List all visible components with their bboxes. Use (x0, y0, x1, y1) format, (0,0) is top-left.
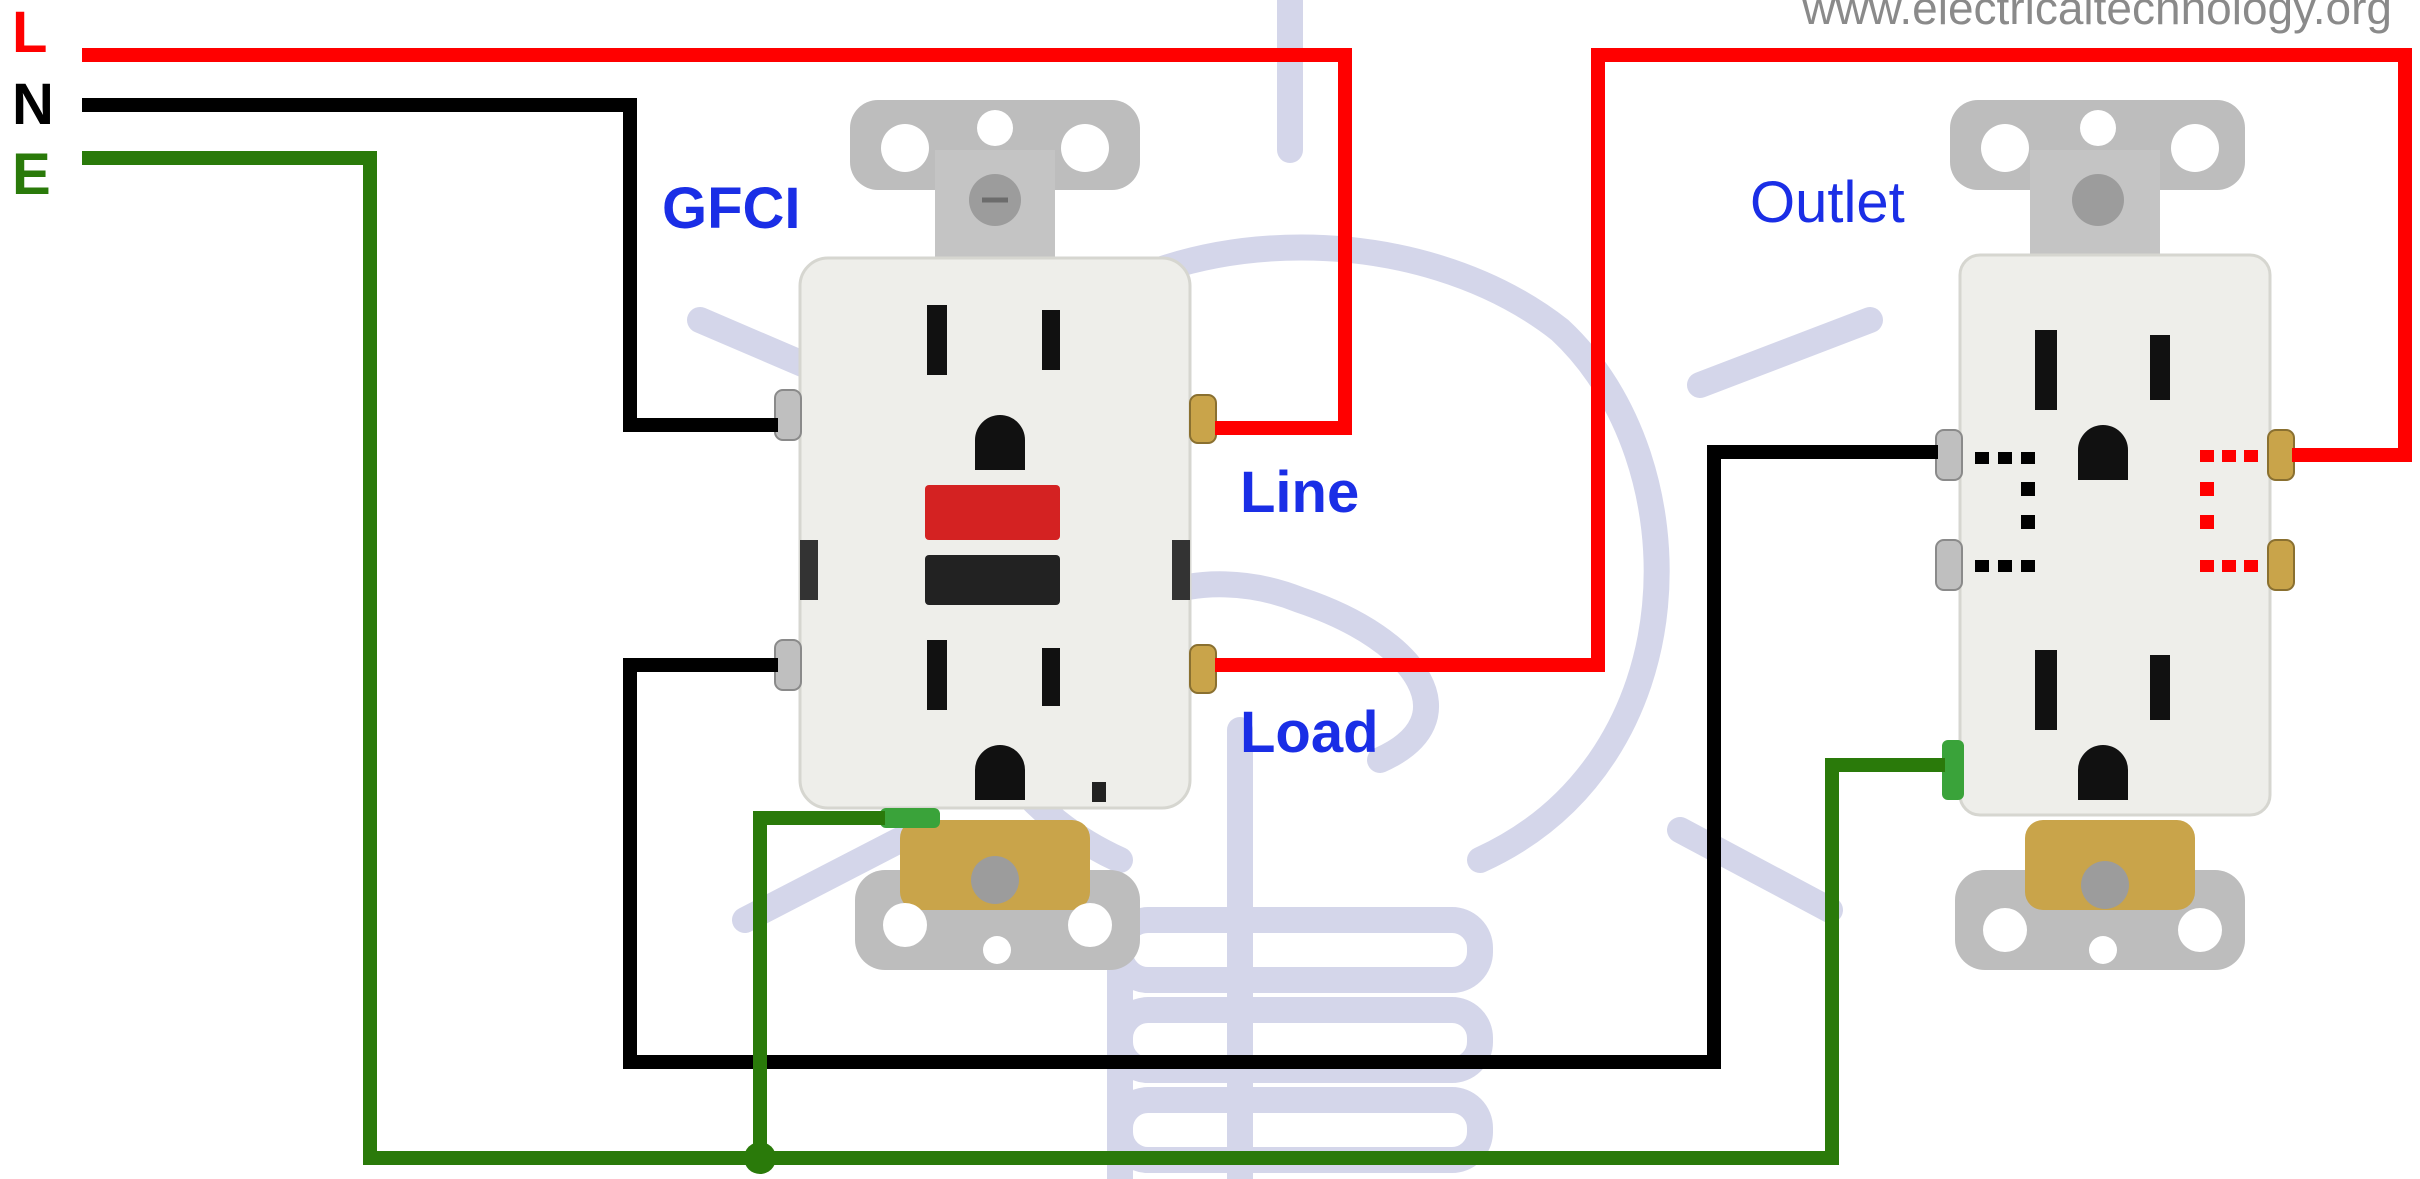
live-wire-load (1215, 48, 2412, 672)
line-terminal-label: Line (1240, 460, 1359, 525)
live-wire-supply (82, 48, 1352, 435)
earth-junction-dot (744, 1142, 776, 1174)
outlet-screw-icons (1935, 429, 2295, 800)
outlet-neutral-jumper-dots (1975, 452, 2035, 572)
gfci-top-mounting-strap (850, 100, 1140, 260)
neutral-wire-load (623, 445, 1938, 1069)
neutral-terminal-label: N (12, 72, 54, 137)
gfci-screw-icons (774, 389, 1217, 828)
watermark-url: www.electricaltechnology.org (1801, 0, 2392, 34)
outlet-line-jumper-dots (2200, 450, 2258, 572)
neutral-wire-supply (82, 98, 778, 432)
live-terminal-label: L (12, 0, 47, 65)
test-button-icon (925, 555, 1060, 605)
earth-terminal-label: E (12, 142, 51, 207)
earth-wire-main (82, 151, 1945, 1165)
gfci-bottom-mounting-strap (855, 820, 1140, 970)
gfci-label: GFCI (662, 176, 801, 241)
earth-wire-gfci-branch (753, 811, 885, 1158)
gfci-receptacle-icon (774, 100, 1217, 970)
outlet-body (1958, 253, 2272, 817)
outlet-top-mounting-strap (1950, 100, 2245, 260)
outlet-bottom-mounting-strap (1955, 820, 2245, 970)
duplex-receptacle-icon (1935, 100, 2295, 970)
outlet-label: Outlet (1750, 170, 1905, 235)
reset-button-icon (925, 485, 1060, 540)
load-terminal-label: Load (1240, 700, 1379, 765)
